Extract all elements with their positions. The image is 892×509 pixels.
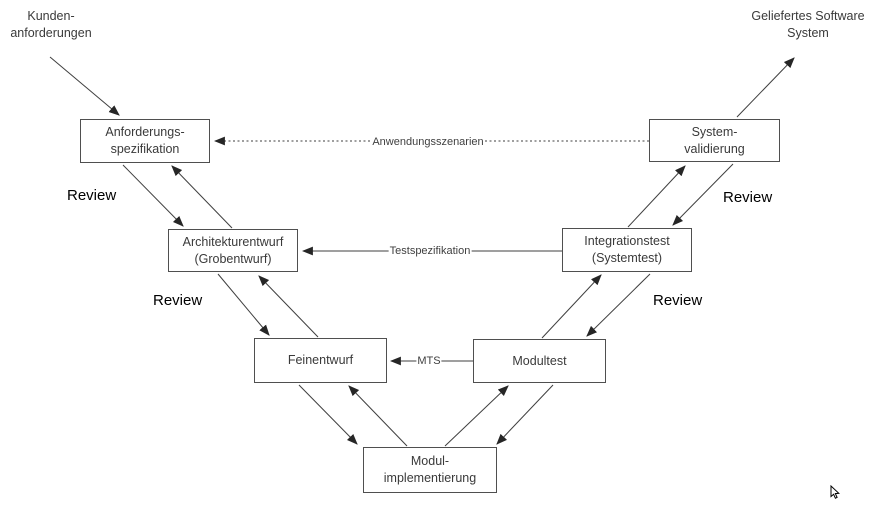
arrow-modultest-up-integration <box>541 274 602 339</box>
arrow-integration-up-validation <box>627 165 686 228</box>
arrow-modultest-down-implementation <box>496 384 554 445</box>
arrow-customer-to-requirements <box>49 56 120 116</box>
box-requirements-specification: Anforderungs- spezifikation <box>80 119 210 163</box>
test-specification-label: Testspezifikation <box>388 245 472 257</box>
box-module-implementation: Modul- implementierung <box>363 447 497 493</box>
box-architecture-design: Architekturentwurf (Grobentwurf) <box>168 229 298 272</box>
customer-requirements-label: Kunden- anforderungen <box>10 9 92 40</box>
review-label-left-upper: Review <box>67 187 117 204</box>
review-label-right-upper: Review <box>723 189 773 206</box>
arrow-validation-down-integration <box>672 163 734 226</box>
arrow-reqspec-down-architecture <box>122 164 184 227</box>
box-module-test: Modultest <box>473 339 606 383</box>
arrow-feinentwurf-down-implementation <box>298 384 358 445</box>
review-label-left-lower: Review <box>153 292 203 309</box>
mouse-cursor-icon <box>830 485 840 499</box>
application-scenarios-label: Anwendungsszenarien <box>371 136 485 148</box>
box-detailed-design: Feinentwurf <box>254 338 387 383</box>
review-label-right-lower: Review <box>653 292 703 309</box>
arrow-validation-to-delivered <box>736 57 795 118</box>
arrow-architecture-down-feinentwurf <box>217 273 270 336</box>
delivered-system-label: Geliefertes Software System <box>751 9 865 40</box>
arrow-implementation-up-feinentwurf <box>348 385 408 447</box>
arrow-implementation-up-modultest <box>444 385 509 447</box>
box-system-validation: System- validierung <box>649 119 780 162</box>
arrow-integration-down-modultest <box>586 273 651 337</box>
arrow-feinentwurf-up-architecture <box>258 275 319 338</box>
box-integration-test: Integrationstest (Systemtest) <box>562 228 692 272</box>
mts-label: MTS <box>416 355 442 367</box>
arrow-architecture-up-reqspec <box>171 165 233 229</box>
